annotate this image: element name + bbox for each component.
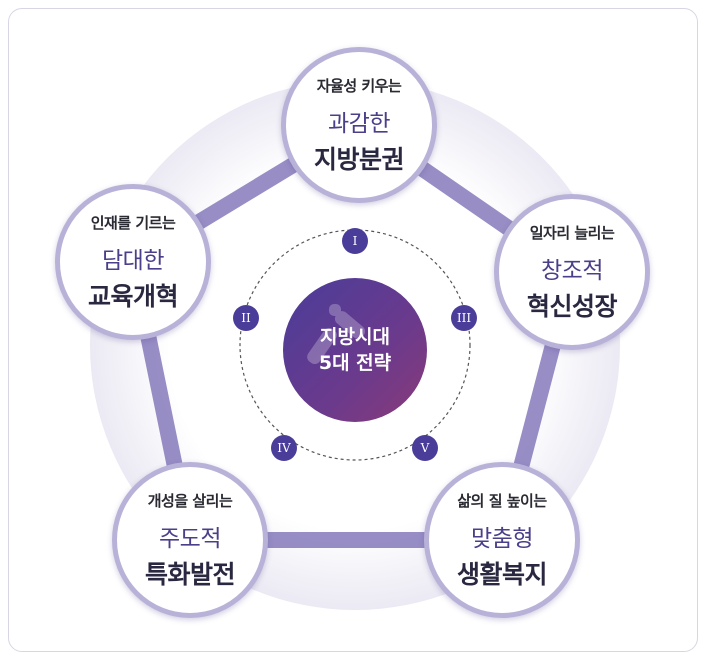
node-title: 혁신성장 (526, 291, 618, 321)
logo-mark-icon (307, 304, 366, 365)
node-adjective: 주도적 (159, 525, 221, 552)
strategy-node-2: 일자리 늘리는 창조적 혁신성장 (494, 194, 650, 350)
strategy-node-5: 인재를 기르는 담대한 교육개혁 (55, 184, 211, 340)
node-subtitle: 개성을 살리는 (147, 491, 233, 510)
node-title: 특화발전 (144, 559, 236, 589)
strategy-node-1: 자율성 키우는 과감한 지방분권 (281, 47, 437, 203)
strategy-node-4: 개성을 살리는 주도적 특화발전 (112, 462, 268, 618)
node-subtitle: 자율성 키우는 (316, 76, 402, 95)
node-adjective: 담대한 (102, 247, 164, 274)
roman-badge-1: I (342, 228, 368, 254)
node-adjective: 과감한 (328, 110, 390, 137)
roman-badge-2: II (233, 305, 259, 331)
node-subtitle: 인재를 기르는 (90, 213, 176, 232)
roman-badge-5: V (412, 435, 438, 461)
roman-badge-4: IV (271, 435, 297, 461)
roman-badge-3: III (451, 305, 477, 331)
center-title-line2: 5대 전략 (318, 352, 392, 374)
strategy-node-3: 삶의 질 높이는 맞춤형 생활복지 (424, 462, 580, 618)
node-title: 교육개혁 (87, 281, 179, 311)
node-subtitle: 삶의 질 높이는 (457, 491, 547, 510)
node-title: 생활복지 (456, 559, 548, 589)
node-adjective: 창조적 (541, 257, 603, 284)
center-circle: 지방시대 5대 전략 (283, 278, 427, 422)
node-subtitle: 일자리 늘리는 (529, 223, 615, 242)
diagram-frame (8, 8, 698, 652)
node-title: 지방분권 (313, 144, 405, 174)
node-adjective: 맞춤형 (471, 525, 533, 552)
center-title-line1: 지방시대 (320, 326, 390, 348)
